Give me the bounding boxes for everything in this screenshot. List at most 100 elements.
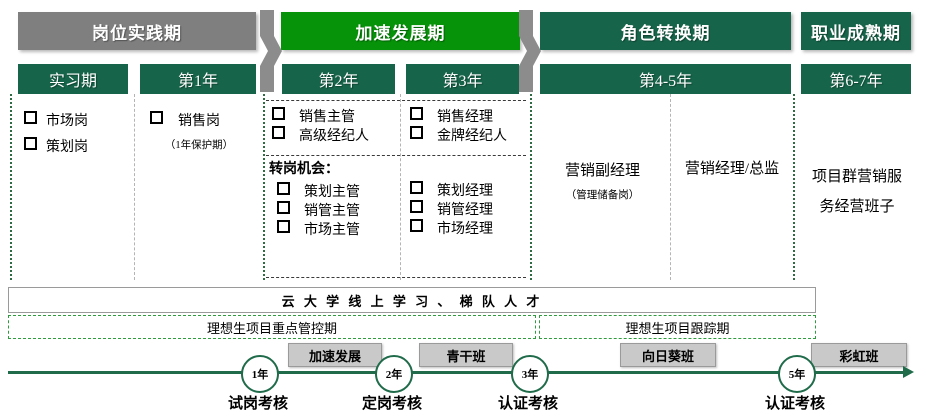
phase-label: 职业成熟期 <box>811 23 901 43</box>
list-item-label: 市场主管 <box>304 223 360 238</box>
timeline-node-label-3: 认证考核 <box>497 396 558 412</box>
checkbox-icon[interactable] <box>272 126 285 139</box>
checkbox-icon[interactable] <box>272 107 285 120</box>
node-circle-label: 2年 <box>385 369 403 381</box>
phase-header-maturity: 职业成熟期 <box>801 12 911 50</box>
university-learning-bar: 云 大 学 线 上 学 习 、 梯 队 人 才 <box>8 287 816 313</box>
year-label: 第3年 <box>442 73 483 90</box>
year-bar-y3: 第3年 <box>406 64 519 94</box>
list-item: 策划主管 <box>277 182 394 202</box>
pill-label: 彩虹班 <box>839 348 879 364</box>
pill-label: 向日葵班 <box>641 348 694 364</box>
year-label: 第6-7年 <box>829 73 883 90</box>
year-label: 第1年 <box>177 73 218 90</box>
phase-header-accelerate: 加速发展期 <box>281 12 520 50</box>
timeline-pill-qinggan[interactable]: 青干班 <box>419 343 513 367</box>
checkbox-icon[interactable] <box>277 182 290 195</box>
checkbox-icon[interactable] <box>277 201 290 214</box>
transfer-opportunity-title: 转岗机会： <box>269 162 339 177</box>
year-label: 第4-5年 <box>638 73 693 90</box>
program-label: 理想生项目跟踪期 <box>625 320 730 336</box>
timeline-pill-accelerate[interactable]: 加速发展 <box>288 343 382 367</box>
divider-dashed-y2-y3 <box>400 94 401 280</box>
list-item-label: 策划主管 <box>304 185 360 200</box>
column-y45b-content: 营销经理/总监 <box>672 158 792 181</box>
divider-dotted-phase3-4 <box>793 94 795 280</box>
checkbox-icon[interactable] <box>277 220 290 233</box>
role-subtitle: （管理储备岗） <box>565 190 640 201</box>
column-y67-content: 项目群营销服 务经营班子 <box>797 166 917 219</box>
year-bar-intern: 实习期 <box>18 64 128 94</box>
checkbox-icon[interactable] <box>410 181 423 194</box>
timeline-node-label-5: 认证考核 <box>764 396 825 412</box>
timeline-pill-rainbow[interactable]: 彩虹班 <box>811 343 907 367</box>
timeline-pill-sunflower[interactable]: 向日葵班 <box>620 343 716 367</box>
chevron-right-icon-1 <box>256 8 284 99</box>
checkbox-icon[interactable] <box>410 200 423 213</box>
list-item-label: 销售经理 <box>437 110 493 125</box>
year-bar-y45: 第4-5年 <box>540 64 791 94</box>
list-item-label: 销售岗 <box>178 114 220 129</box>
timeline-node-2[interactable]: 2年 <box>375 355 413 393</box>
checkbox-icon[interactable] <box>150 111 163 124</box>
list-item: 金牌经纪人 <box>410 126 532 146</box>
divider-dashed-intern-y1 <box>134 94 135 280</box>
list-item: 市场经理 <box>410 219 532 239</box>
divider-dotted-phase2-3 <box>530 94 532 280</box>
list-item-label: 市场岗 <box>46 114 88 129</box>
column-y1-content: 销售岗 （1年保护期） <box>150 111 254 152</box>
column-intern-content: 市场岗 策划岗 <box>24 111 128 157</box>
chevron-right-icon-2 <box>515 8 543 99</box>
phase-label: 岗位实践期 <box>92 23 182 43</box>
list-item-label: 市场经理 <box>437 222 493 237</box>
timeline-axis <box>8 371 908 374</box>
list-item: 销管经理 <box>410 200 532 220</box>
node-circle-label: 3年 <box>521 369 539 381</box>
list-item-label: 高级经纪人 <box>299 129 369 144</box>
content-box-divider <box>266 155 526 156</box>
content-box-top-edge <box>266 100 526 101</box>
checkbox-icon[interactable] <box>410 126 423 139</box>
timeline-node-3[interactable]: 3年 <box>511 355 549 393</box>
list-item: 市场岗 <box>24 111 128 131</box>
column-y45a-content: 营销副经理 （管理储备岗） <box>540 160 665 202</box>
role-title: 营销经理/总监 <box>684 161 780 177</box>
year-bar-y2: 第2年 <box>282 64 395 94</box>
column-y2-top: 销售主管 高级经纪人 <box>272 107 394 146</box>
checkbox-icon[interactable] <box>24 111 37 124</box>
timeline-node-1[interactable]: 1年 <box>241 355 279 393</box>
list-item: 策划经理 <box>410 181 532 201</box>
phase-header-role-change: 角色转换期 <box>540 12 791 50</box>
program-box-tracking-period: 理想生项目跟踪期 <box>539 315 816 339</box>
list-item-label: 金牌经纪人 <box>437 129 507 144</box>
timeline-node-5[interactable]: 5年 <box>778 355 816 393</box>
list-item-label: 策划岗 <box>46 140 88 155</box>
divider-dashed-y45 <box>670 94 671 280</box>
list-item-label: 销管经理 <box>437 203 493 218</box>
program-label: 理想生项目重点管控期 <box>206 320 337 336</box>
list-item: 销售经理 <box>410 107 532 127</box>
phase-label: 加速发展期 <box>355 23 446 43</box>
list-item: 高级经纪人 <box>272 126 394 146</box>
protection-period-note: （1年保护期） <box>164 140 234 151</box>
column-y3-transfer: 策划经理 销管经理 市场经理 <box>410 181 532 239</box>
role-title-line2: 务经营班子 <box>819 199 895 215</box>
column-y3-top: 销售经理 金牌经纪人 <box>410 107 532 146</box>
list-item-label: 销售主管 <box>299 110 355 125</box>
list-item: 销管主管 <box>277 201 394 221</box>
year-label: 实习期 <box>48 73 97 90</box>
checkbox-icon[interactable] <box>410 219 423 232</box>
program-box-control-period: 理想生项目重点管控期 <box>8 315 536 339</box>
checkbox-icon[interactable] <box>24 137 37 150</box>
role-title: 营销副经理 <box>564 163 640 179</box>
node-circle-label: 5年 <box>788 369 806 381</box>
list-item-label: 策划经理 <box>437 184 493 199</box>
role-title-line1: 项目群营销服 <box>811 169 902 185</box>
timeline-node-label-2: 定岗考核 <box>361 396 422 412</box>
list-item: 销售主管 <box>272 107 394 127</box>
list-item-label: 销管主管 <box>304 204 360 219</box>
checkbox-icon[interactable] <box>410 107 423 120</box>
divider-dotted-left <box>10 94 12 280</box>
year-bar-y67: 第6-7年 <box>801 64 911 94</box>
